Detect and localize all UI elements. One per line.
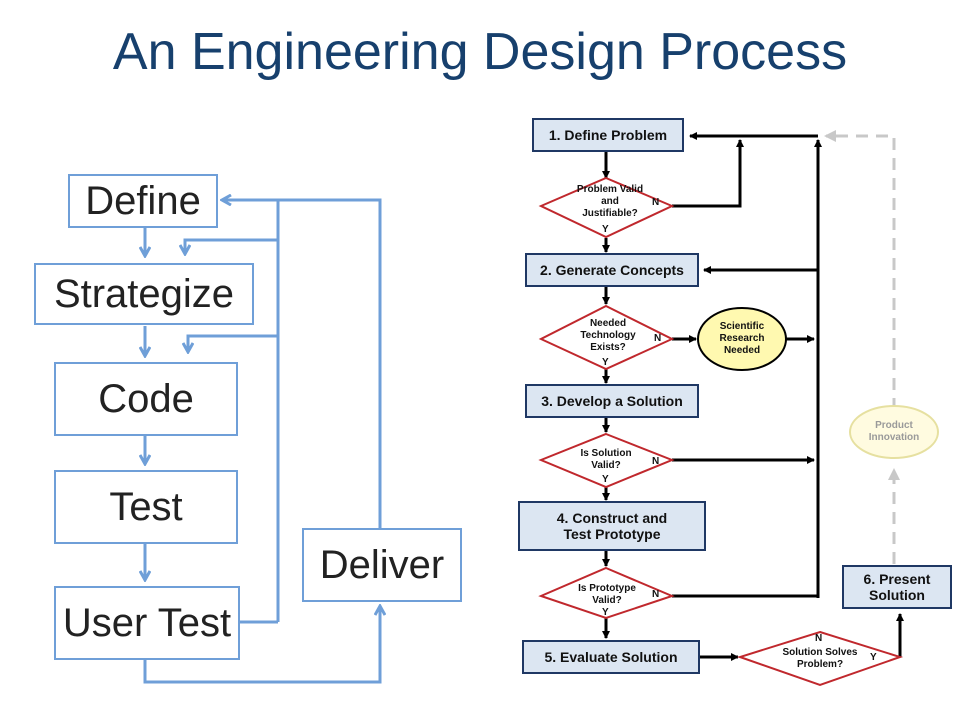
no-label-1: N <box>652 197 660 208</box>
step-evaluate-solution: 5. Evaluate Solution <box>522 640 700 674</box>
yes-label-3: Y <box>602 474 609 485</box>
decision-text-3: Is Solution Valid? <box>580 448 632 471</box>
step-user-test: User Test <box>54 586 240 660</box>
left-connectors <box>145 200 380 684</box>
research-oval <box>697 307 787 371</box>
no-label-2: N <box>654 333 662 344</box>
step-present-solution: 6. Present Solution <box>842 565 952 609</box>
yes-label-5: Y <box>870 652 877 663</box>
step-test: Test <box>54 470 238 544</box>
step-construct-prototype: 4. Construct and Test Prototype <box>518 501 706 551</box>
innovation-oval <box>849 405 939 459</box>
page-title: An Engineering Design Process <box>112 23 848 81</box>
right-connectors <box>602 132 904 661</box>
decision-diamond-2 <box>538 304 675 371</box>
yes-label-2: Y <box>602 357 609 368</box>
decision-diamond-4 <box>538 566 675 620</box>
decision-diamond-5 <box>736 630 904 687</box>
research-text: Scientific Research Needed <box>719 321 765 356</box>
decision-text-1: Problem Valid and Justifiable? <box>576 184 644 219</box>
decision-diamonds <box>538 176 904 687</box>
step-code: Code <box>54 362 238 436</box>
step-define: Define <box>68 174 218 228</box>
innovation-connectors <box>824 130 900 564</box>
decision-diamond-3 <box>538 432 675 489</box>
decision-text-4: Is Prototype Valid? <box>578 583 636 606</box>
no-label-3: N <box>652 456 660 467</box>
step-strategize: Strategize <box>34 263 254 325</box>
step-develop-solution: 3. Develop a Solution <box>525 384 699 418</box>
decision-text-5: Solution Solves Problem? <box>782 647 858 670</box>
decision-diamond-1 <box>538 176 675 239</box>
decision-text-2: Needed Technology Exists? <box>580 318 636 353</box>
step-deliver: Deliver <box>302 528 462 602</box>
no-label-5: N <box>815 633 823 644</box>
step-define-problem: 1. Define Problem <box>532 118 684 152</box>
yes-label-4: Y <box>602 607 609 618</box>
no-label-4: N <box>652 589 660 600</box>
innovation-text: Product Innovation <box>868 420 920 443</box>
yes-label-1: Y <box>602 224 609 235</box>
step-generate-concepts: 2. Generate Concepts <box>525 253 699 287</box>
